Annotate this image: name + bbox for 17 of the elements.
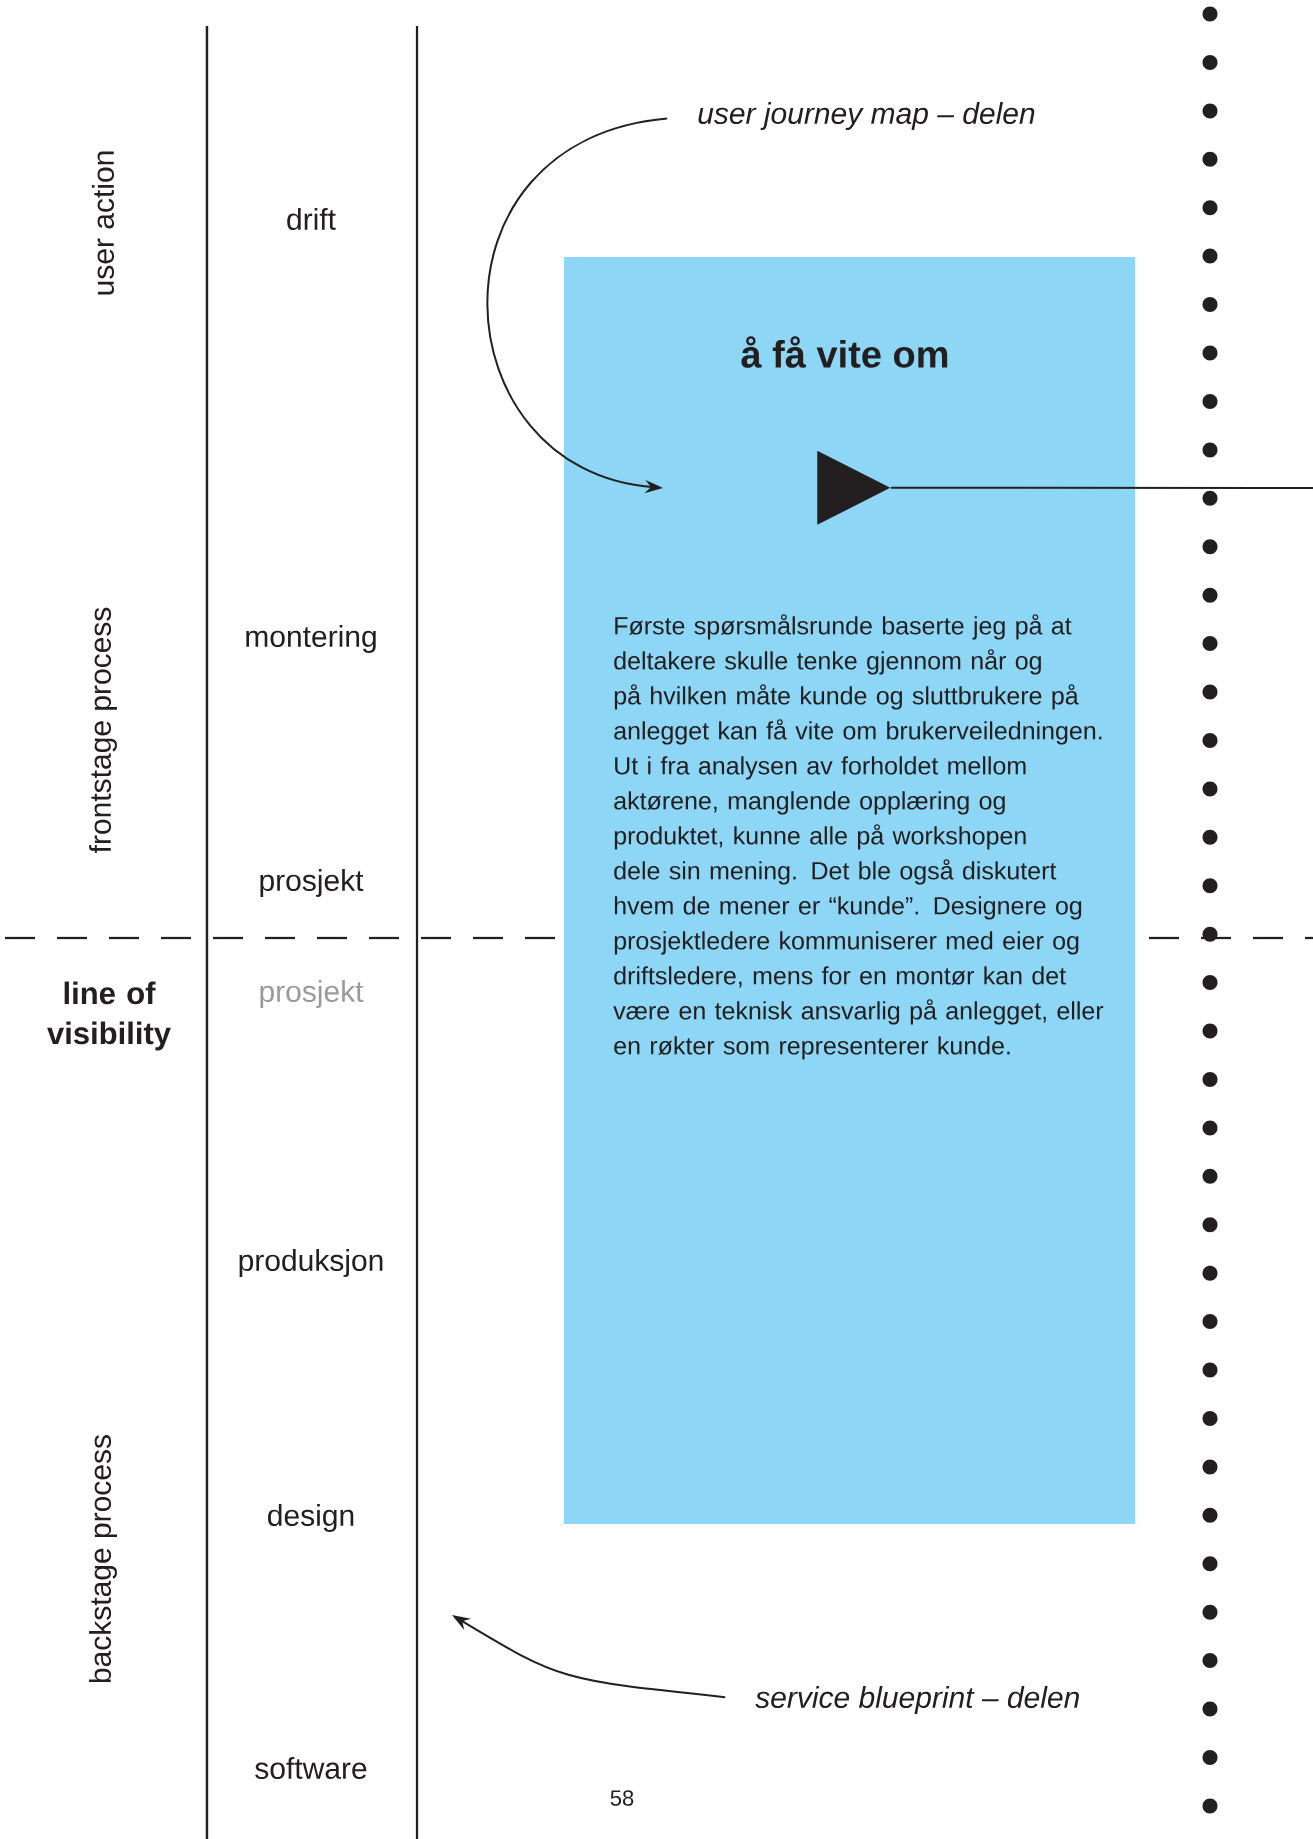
lane-label: backstage process: [89, 1435, 117, 1683]
row-label: produksjon: [239, 1249, 383, 1277]
callout-text: service blueprint – delen: [755, 1686, 1079, 1714]
row-label: montering: [246, 625, 376, 653]
lane-label: user action: [92, 151, 114, 295]
callout-text: user journey map – delen: [698, 102, 1035, 130]
row-label: drift: [287, 208, 336, 231]
row-label: design: [268, 1504, 354, 1532]
play-triangle: [817, 450, 891, 525]
row-label: prosjekt: [260, 869, 364, 897]
row-label: prosjekt: [260, 980, 364, 1008]
line: [889, 486, 1313, 489]
text-box: å få vite om Første spørsmålsrunde baserte jeg på at deltakere skulle tenke gjennom når og på hvilken måte kunde og sluttbrukere på anlegget kan få vite om brukerveiledningen. Ut i fra analysen av forholdet mellom aktørene, manglende opplæring og produktet, kunne alle på workshopen dele sin mening. Det ble også diskutert hvem de mener er “kunde”. Designere og prosjektledere kommuniserer med eier og driftsledere, mens for en montør kan det være en teknisk ansvarlig på anlegget, eller en røkter som representerer kunde.: [564, 257, 1135, 1524]
page-number: 58: [610, 1790, 634, 1806]
lane-label: frontstage process: [89, 607, 117, 853]
row-label: software: [255, 1757, 367, 1779]
line-label: line of visibility: [47, 981, 171, 1051]
